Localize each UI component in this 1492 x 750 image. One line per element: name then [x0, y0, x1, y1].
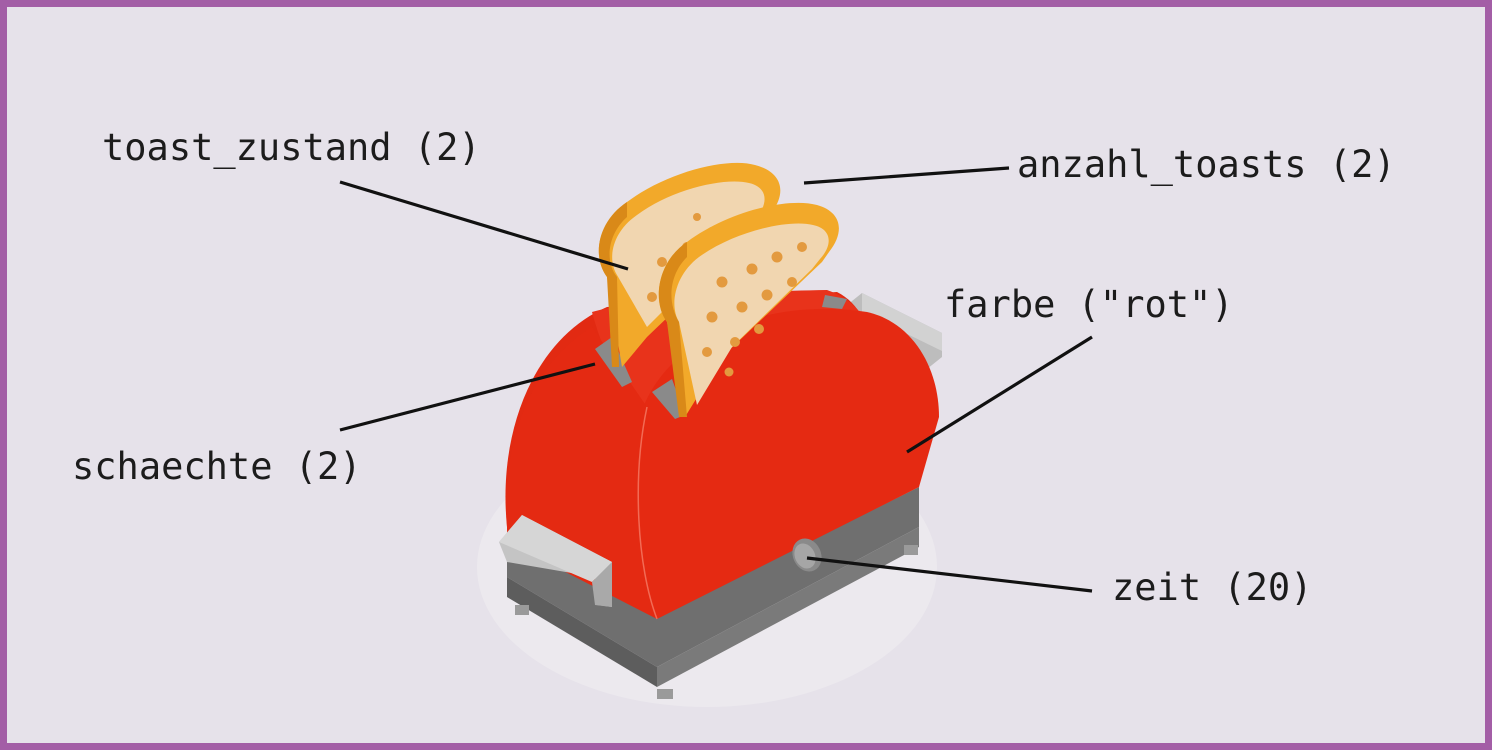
label-anzahl-toasts: anzahl_toasts (2)	[1017, 143, 1396, 186]
leader-line-farbe	[906, 335, 1093, 454]
toaster-illustration	[339, 162, 1093, 707]
timer-dial-icon	[792, 538, 822, 572]
label-schaechte: schaechte (2)	[72, 445, 362, 488]
leader-line-schaechte	[339, 362, 596, 432]
lever-handle-icon	[499, 515, 612, 607]
leader-line-anzahl-toasts	[803, 166, 1010, 185]
label-toast-zustand: toast_zustand (2)	[102, 126, 481, 169]
leader-line-zeit	[806, 556, 1093, 593]
toast-front-icon	[658, 202, 839, 417]
toaster-base	[507, 487, 919, 699]
leader-lines	[339, 166, 1093, 593]
label-zeit: zeit (20)	[1112, 566, 1313, 609]
leader-line-toast-zustand	[339, 180, 629, 271]
label-farbe: farbe ("rot")	[944, 283, 1234, 326]
